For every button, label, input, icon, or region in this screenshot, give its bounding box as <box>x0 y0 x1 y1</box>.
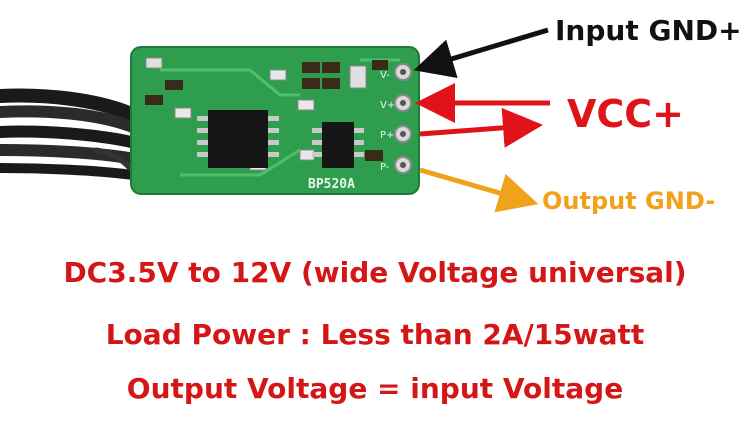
pin-label-v-plus: V+ <box>380 100 395 111</box>
silkscreen-model: BP520A <box>308 177 355 192</box>
pin-label-p-plus: P+ <box>380 130 394 141</box>
ic-chip-1 <box>208 110 268 168</box>
output-gnd-arrow <box>419 167 539 213</box>
pin-label-p-minus: P- <box>380 162 390 173</box>
antenna-wire <box>0 88 147 183</box>
pin-label-v-minus: V- <box>380 70 390 81</box>
vcc-out-arrow <box>419 107 543 148</box>
output-gnd-label: Output GND- <box>542 187 716 215</box>
input-gnd-label: Input GND+ <box>555 14 742 47</box>
spec-load-power: Load Power : Less than 2A/15watt <box>105 318 645 351</box>
pcb-board: BP520A V- V+ P+ P- <box>130 46 420 195</box>
pin-pads <box>394 63 412 174</box>
spec-voltage-range: DC3.5V to 12V (wide Voltage universal) <box>63 256 687 289</box>
vcc-label: VCC+ <box>567 92 685 136</box>
spec-output-voltage: Output Voltage = input Voltage <box>126 372 624 405</box>
ic-chip-2 <box>322 122 354 168</box>
input-gnd-arrow <box>413 27 549 78</box>
